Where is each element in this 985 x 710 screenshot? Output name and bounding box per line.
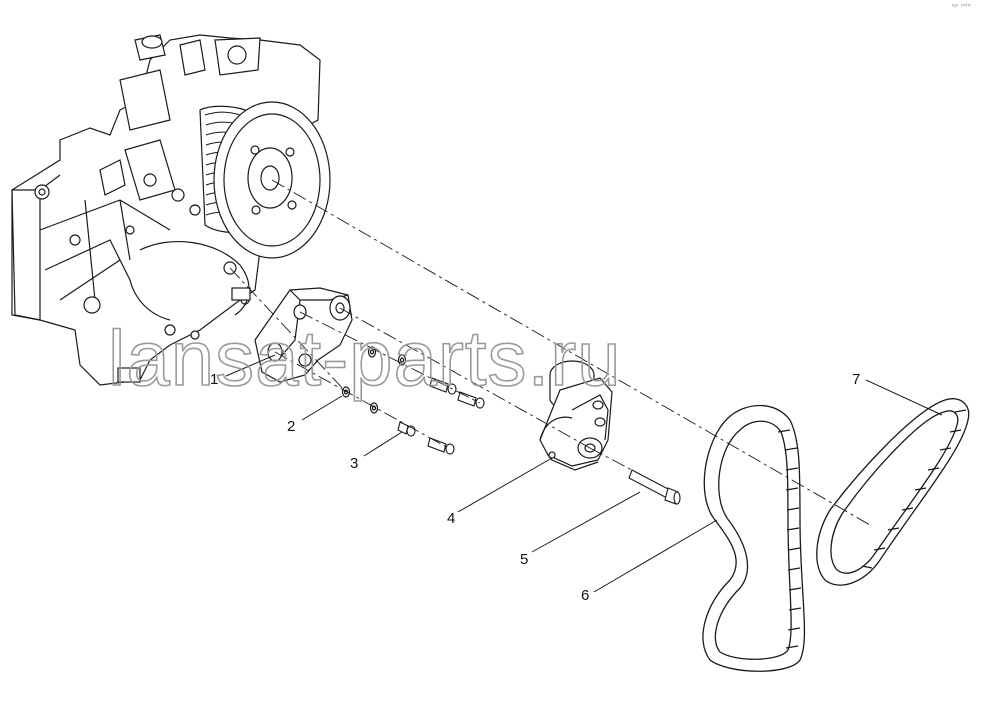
accessory-belt	[816, 398, 970, 586]
callout-2: 2	[287, 418, 295, 435]
corner-mark: ᵉᵖ ᵐᵐ	[951, 2, 971, 11]
serpentine-belt	[702, 405, 806, 672]
long-bolt	[628, 469, 681, 505]
watermark: lansat-parts.ru	[108, 314, 622, 402]
bolt-d	[427, 437, 455, 455]
callout-5: 5	[520, 551, 528, 568]
leader-lines	[225, 354, 943, 593]
callout-7: 7	[852, 371, 860, 388]
callouts: 1 2 3 4 5 6 7	[210, 371, 860, 604]
bolt-c	[397, 421, 416, 437]
callout-1: 1	[210, 371, 218, 388]
callout-4: 4	[447, 510, 455, 527]
assembly-axis-lines	[229, 179, 871, 526]
belt-tensioner	[539, 360, 613, 471]
tensioner-bracket	[254, 287, 353, 383]
callout-6: 6	[581, 587, 589, 604]
callout-3: 3	[350, 455, 358, 472]
